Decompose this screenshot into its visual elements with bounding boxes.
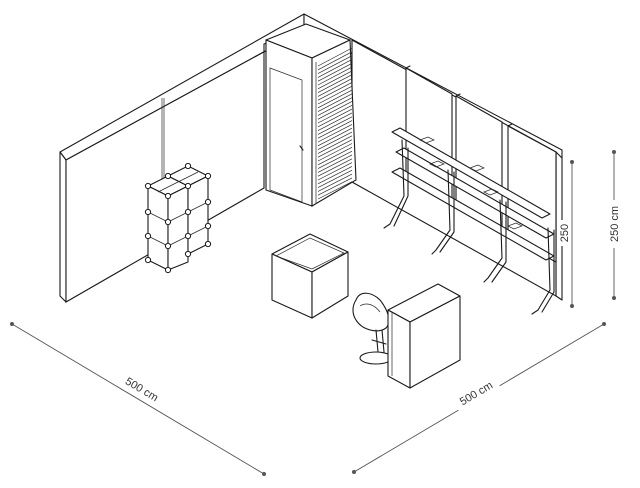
dimension-height-outer: 250 cm <box>607 150 621 300</box>
louver-slat <box>317 120 353 139</box>
louver-slat <box>317 89 353 109</box>
louver-slat <box>317 93 353 112</box>
dimension-left-label: 500 cm <box>123 375 160 404</box>
louver-slat <box>317 166 353 185</box>
louver-slat <box>317 143 353 162</box>
louver-slat <box>317 97 353 116</box>
ottoman-cube <box>271 233 349 319</box>
louvered-wall-slats <box>317 47 353 200</box>
louver-slat <box>317 112 353 131</box>
cube-joint <box>144 182 152 190</box>
cube-joint <box>184 250 192 258</box>
cube-joint <box>164 242 172 250</box>
louver-slat <box>317 150 353 169</box>
louver-slat <box>317 74 353 93</box>
cube-joint <box>184 232 192 240</box>
louver-slat <box>317 66 353 86</box>
cube-joint <box>164 192 172 200</box>
louver-slat <box>317 147 353 166</box>
cube-joint <box>204 240 212 248</box>
louver-slat <box>317 108 353 128</box>
cube-connector-joints <box>144 162 212 274</box>
louver-slat <box>317 70 353 90</box>
cube-joint <box>164 172 172 180</box>
cube-joint <box>184 208 192 216</box>
dimension-height-inner-label: 250 <box>559 224 571 242</box>
louver-slat <box>317 162 353 181</box>
cube-joint <box>144 256 152 264</box>
louver-slat <box>317 47 353 67</box>
cube-joint <box>184 182 192 190</box>
cube-joint <box>144 208 152 216</box>
louver-slat <box>317 135 353 154</box>
louver-slat <box>317 59 353 78</box>
louver-slat <box>317 139 353 158</box>
louver-slat <box>317 101 353 120</box>
cube-joint <box>164 218 172 226</box>
cube-joint <box>164 266 172 274</box>
louver-slat <box>317 62 353 82</box>
louver-slat <box>317 181 353 200</box>
louver-slat <box>317 173 353 192</box>
dimension-right-label: 500 cm <box>458 380 495 409</box>
louver-slat <box>317 55 353 74</box>
cube-joint <box>184 162 192 170</box>
louver-slat <box>317 131 353 150</box>
cube-joint <box>204 172 212 180</box>
louver-slat <box>317 169 353 188</box>
louver-slat <box>317 116 353 135</box>
louver-slat <box>317 82 353 101</box>
louver-slat <box>317 104 353 124</box>
storage-room <box>265 23 357 207</box>
dimension-height-outer-label: 250 cm <box>609 206 621 242</box>
louver-slat <box>317 177 353 196</box>
louver-slat <box>317 51 353 71</box>
cube-joint <box>204 198 212 206</box>
dimension-left-width: 500 cm <box>10 322 266 476</box>
reception-counter <box>387 283 461 389</box>
dimension-height-inner: 250 <box>557 160 574 308</box>
louver-slat <box>317 85 353 105</box>
cube-joint <box>144 232 152 240</box>
louver-slat <box>317 124 353 143</box>
louver-slat <box>317 158 353 177</box>
louver-slat <box>317 78 353 97</box>
cube-joint <box>204 222 212 230</box>
bar-chair <box>352 292 393 365</box>
louver-slat <box>317 127 353 147</box>
louver-slat <box>317 154 353 173</box>
cube-shelving <box>144 162 212 274</box>
shelf-system <box>383 127 555 315</box>
